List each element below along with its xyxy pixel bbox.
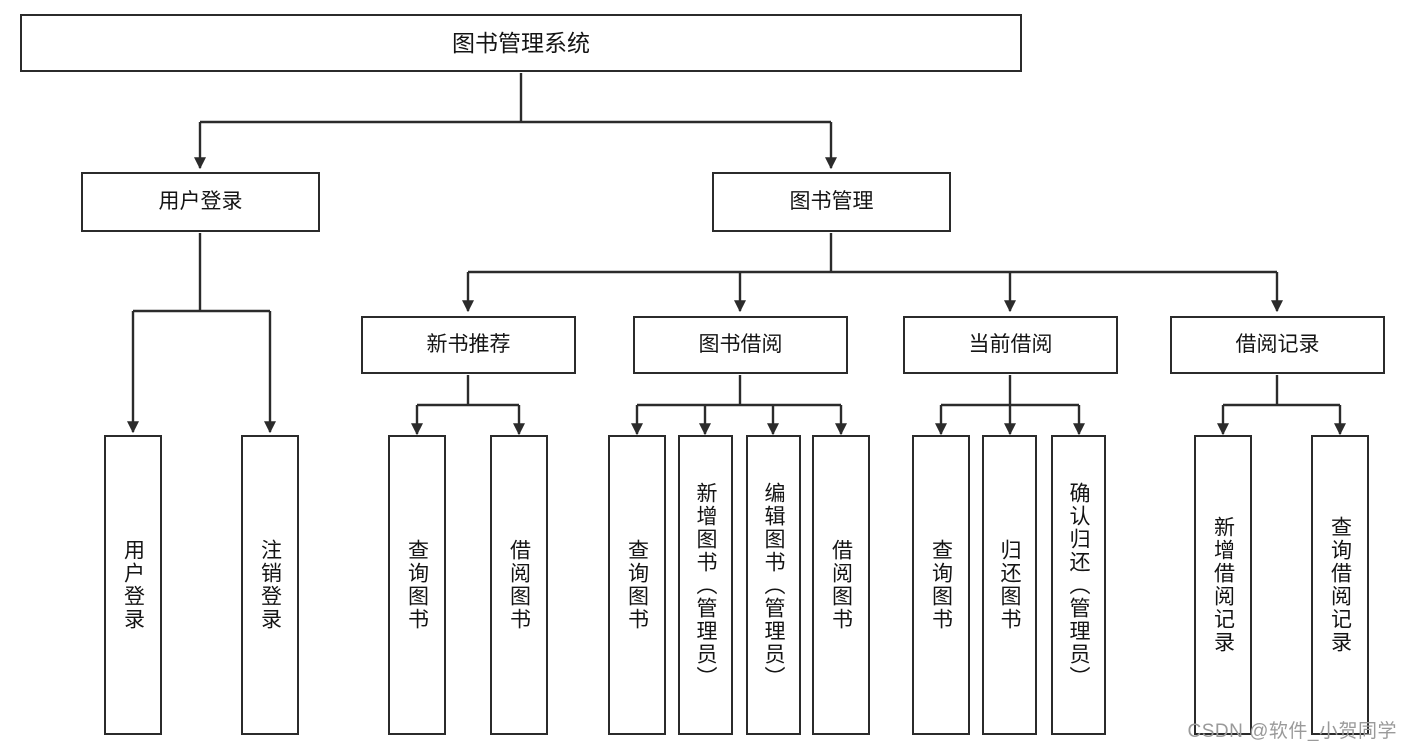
leaf-label: 注销登录 (258, 539, 282, 631)
leaf-add-borrow-record[interactable]: 新增借阅记录 (1194, 435, 1252, 735)
leaf-label: 新增图书（管理员） (694, 481, 717, 689)
leaf-label: 编辑图书（管理员） (762, 481, 785, 689)
csdn-watermark: CSDN @软件_小贺同学 (1187, 721, 1397, 742)
leaf-label: 用户登录 (121, 539, 145, 631)
leaf-label: 确认归还（管理员） (1067, 481, 1090, 689)
leaf-borrow-book[interactable]: 借阅图书 (812, 435, 870, 735)
leaf-user-login[interactable]: 用户登录 (104, 435, 162, 735)
leaf-logout[interactable]: 注销登录 (241, 435, 299, 735)
node-label: 图书借阅 (698, 332, 783, 356)
node-label: 新书推荐 (426, 332, 511, 356)
leaf-label: 查询图书 (625, 539, 649, 631)
node-new-book-recommend[interactable]: 新书推荐 (361, 316, 576, 374)
node-borrow-record[interactable]: 借阅记录 (1170, 316, 1385, 374)
leaf-confirm-return-admin[interactable]: 确认归还（管理员） (1051, 435, 1106, 735)
node-book-management[interactable]: 图书管理 (712, 172, 951, 232)
leaf-query-borrow-record[interactable]: 查询借阅记录 (1311, 435, 1369, 735)
node-label: 当前借阅 (968, 332, 1053, 356)
leaf-add-book-admin[interactable]: 新增图书（管理员） (678, 435, 733, 735)
leaf-label: 借阅图书 (507, 539, 531, 631)
node-root-book-management-system[interactable]: 图书管理系统 (20, 14, 1022, 72)
leaf-query-book-recommend[interactable]: 查询图书 (388, 435, 446, 735)
leaf-return-book[interactable]: 归还图书 (982, 435, 1037, 735)
leaf-edit-book-admin[interactable]: 编辑图书（管理员） (746, 435, 801, 735)
leaf-query-book-borrow[interactable]: 查询图书 (608, 435, 666, 735)
leaf-label: 归还图书 (998, 539, 1021, 631)
leaf-query-book-current[interactable]: 查询图书 (912, 435, 970, 735)
leaf-label: 借阅图书 (829, 539, 853, 631)
node-label: 借阅记录 (1235, 332, 1320, 356)
node-current-borrow[interactable]: 当前借阅 (903, 316, 1118, 374)
node-label: 图书管理 (789, 189, 874, 213)
node-user-login[interactable]: 用户登录 (81, 172, 320, 232)
leaf-label: 新增借阅记录 (1211, 516, 1235, 654)
node-label: 用户登录 (158, 189, 243, 213)
node-label: 图书管理系统 (452, 29, 590, 56)
node-book-borrow[interactable]: 图书借阅 (633, 316, 848, 374)
leaf-label: 查询借阅记录 (1328, 516, 1352, 654)
leaf-borrow-book-recommend[interactable]: 借阅图书 (490, 435, 548, 735)
leaf-label: 查询图书 (405, 539, 429, 631)
leaf-label: 查询图书 (929, 539, 953, 631)
